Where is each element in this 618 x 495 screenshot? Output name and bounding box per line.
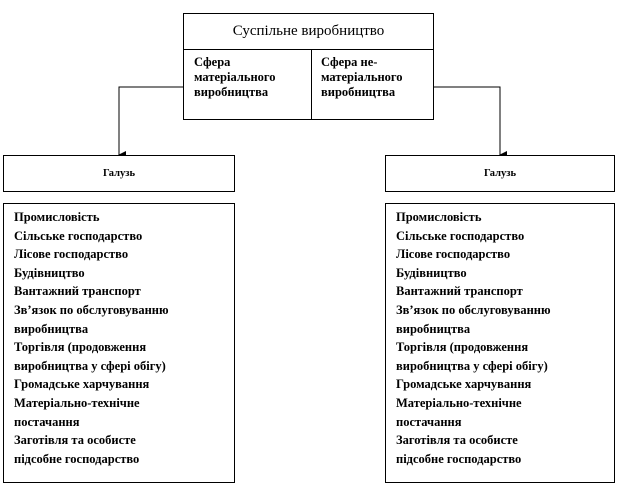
- list-item: Вантажний транспорт: [14, 284, 141, 299]
- list-item: підсобне господарство: [14, 451, 140, 466]
- list-item: Вантажний транспорт: [396, 284, 523, 299]
- left-connector: [118, 86, 183, 159]
- list-item: Громадське харчування: [396, 377, 532, 392]
- list-item: Громадське харчування: [14, 377, 150, 392]
- list-item: Промисловість: [396, 210, 482, 224]
- list-item: виробництва у сфері обігу): [14, 358, 166, 373]
- list-item: Лісове господарство: [14, 247, 129, 262]
- left-branch-header: Галузь: [3, 155, 235, 192]
- non-material-sphere-cell: Сфера не- матеріального виробництва: [312, 49, 433, 119]
- list-item: постачання: [396, 414, 462, 429]
- list-item: підсобне господарство: [396, 451, 522, 466]
- material-sphere-line: виробництва: [194, 85, 269, 99]
- list-item: Заготівля та особисте: [396, 433, 518, 448]
- list-item: виробництва у сфері обігу): [396, 358, 548, 373]
- list-item: Заготівля та особисте: [14, 433, 136, 448]
- right-branch-list: Промисловість Сільське господарство Лісо…: [385, 203, 615, 483]
- list-item: Лісове господарство: [396, 247, 511, 262]
- right-branch-header: Галузь: [385, 155, 615, 192]
- material-sphere-line: Сфера: [194, 55, 231, 69]
- list-item: постачання: [14, 414, 80, 429]
- material-sphere-cell: Сфера матеріального виробництва: [184, 49, 312, 119]
- list-item: виробництва: [14, 321, 89, 336]
- list-item: виробництва: [396, 321, 471, 336]
- list-item: Торгівля (продовження: [396, 340, 529, 355]
- material-sphere-line: матеріального: [194, 70, 276, 84]
- list-item: Будівництво: [14, 265, 85, 280]
- list-item: Зв’язок по обслуговуванню: [396, 302, 551, 317]
- list-item: Будівництво: [396, 265, 467, 280]
- left-branch-list: Промисловість Сільське господарство Лісо…: [3, 203, 235, 483]
- list-item: Сільське господарство: [14, 228, 143, 243]
- list-item: Торгівля (продовження: [14, 340, 147, 355]
- social-production-box: Суспільне виробництво Сфера матеріальног…: [183, 13, 434, 120]
- non-material-sphere-line: матеріального: [321, 70, 403, 84]
- list-item: Матеріально-технічне: [14, 395, 140, 410]
- list-item: Сільське господарство: [396, 228, 525, 243]
- list-item: Промисловість: [14, 210, 100, 224]
- social-production-title: Суспільне виробництво: [184, 14, 433, 50]
- list-item: Матеріально-технічне: [396, 395, 522, 410]
- non-material-sphere-line: Сфера не-: [321, 55, 378, 69]
- list-item: Зв’язок по обслуговуванню: [14, 302, 169, 317]
- non-material-sphere-line: виробництва: [321, 85, 396, 99]
- right-connector: [434, 86, 507, 159]
